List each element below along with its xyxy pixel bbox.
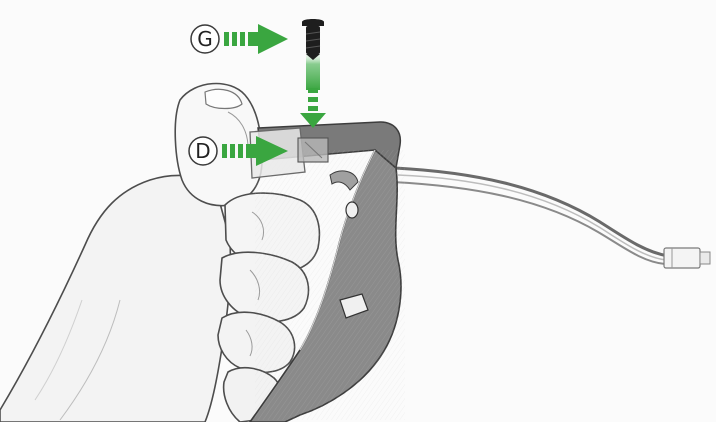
wire-cable — [392, 168, 710, 268]
callout-g: G — [191, 24, 288, 54]
callout-d-letter: D — [195, 139, 210, 163]
screw-icon — [302, 19, 324, 60]
arrow-right-icon — [224, 24, 288, 54]
callout-g-letter: G — [197, 27, 213, 51]
wire-connector — [664, 248, 710, 268]
screw-insertion-guide — [300, 50, 326, 128]
bracket-hole — [346, 202, 358, 218]
